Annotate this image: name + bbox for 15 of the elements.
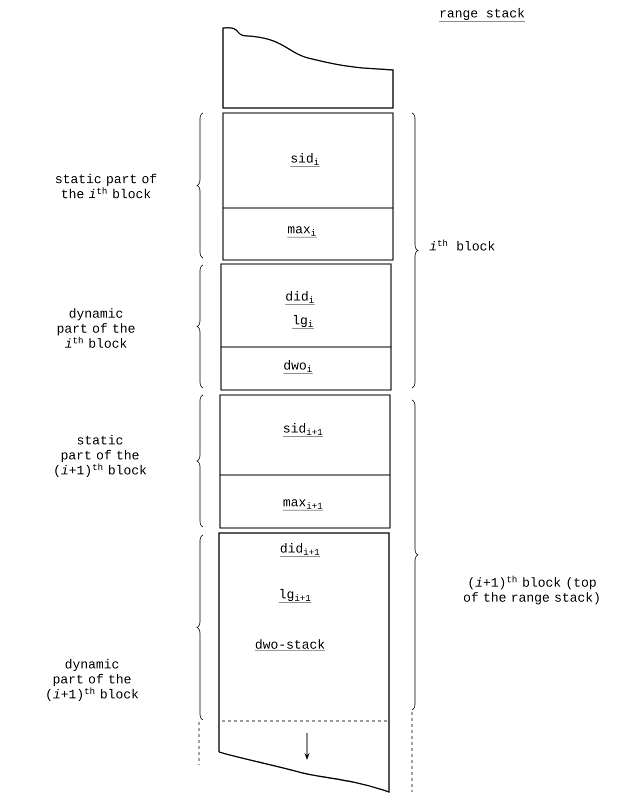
brace-label: dynamic part of the i$^{th}$ block — [58, 308, 135, 348]
stack-cell: sid$_{i}$ — [222, 112, 394, 209]
stack-cell: did$_{i}$ lg$_{i}$ — [220, 263, 392, 348]
stack-cell: max$_{i+1}$ — [219, 474, 391, 529]
brace-label: i$^{th}$ block — [429, 239, 495, 251]
brace-label: static part of the (i+1)$^{th}$ block — [55, 434, 146, 478]
brace-label: dynamic part of the (i+1)$^{th}$ block — [47, 658, 138, 702]
stack-cell: dwo$_{i}$ — [220, 346, 392, 391]
brace-label: static part of the i$^{th}$ block — [56, 174, 156, 198]
stack-cell: did$_{i+1}$ lg$_{i+1}$ dwo-stack — [218, 532, 390, 793]
stack-cell: max$_{i}$ — [222, 207, 394, 261]
stack-cell: sid$_{i+1}$ — [219, 394, 391, 476]
heading: range stack — [438, 8, 526, 22]
brace-label: (i+1)$^{th}$ block (top of the range stack) — [464, 576, 599, 604]
stack-cell — [222, 27, 394, 109]
